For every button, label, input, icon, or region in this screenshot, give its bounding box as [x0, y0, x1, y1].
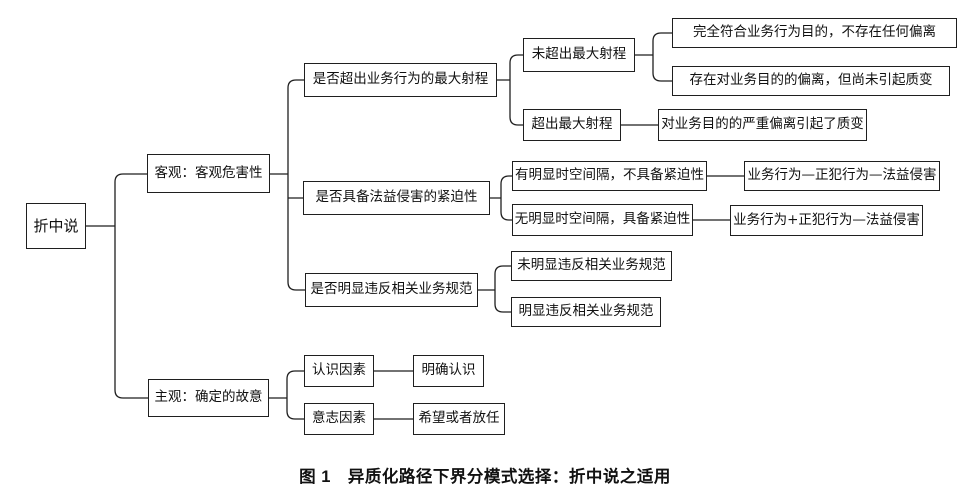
node-serious-deviation: 对业务目的的严重偏离引起了质变 — [658, 109, 867, 141]
connector-subjective-branch — [269, 370, 304, 420]
node-question-norms: 是否明显违反相关业务规范 — [305, 273, 478, 307]
connector-root-branch — [86, 173, 148, 399]
node-subjective: 主观：确定的故意 — [148, 379, 269, 417]
node-cognition-factor: 认识因素 — [304, 355, 374, 387]
node-question-urgency: 是否具备法益侵害的紧迫性 — [303, 181, 490, 215]
node-violation: 明显违反相关业务规范 — [511, 297, 661, 327]
connector-urgency-branch — [490, 175, 512, 221]
node-deviation-no-change: 存在对业务目的的偏离，但尚未引起质变 — [672, 66, 950, 96]
node-gap-no-urgency: 有明显时空间隔，不具备紧迫性 — [512, 161, 707, 191]
node-question-max-range: 是否超出业务行为的最大射程 — [304, 63, 497, 97]
connector-norms-branch — [478, 265, 511, 313]
node-not-exceed: 未超出最大射程 — [523, 38, 635, 72]
connector-objective-branch — [270, 79, 305, 291]
connector-range-branch — [497, 54, 523, 126]
node-chain-combined: 业务行为+正犯行为—法益侵害 — [730, 205, 923, 236]
node-volition-factor: 意志因素 — [304, 403, 374, 435]
node-no-violation: 未明显违反相关业务规范 — [511, 251, 672, 281]
node-objective: 客观：客观危害性 — [147, 154, 270, 193]
figure-caption: 图 1 异质化路径下界分模式选择：折中说之适用 — [299, 468, 671, 486]
node-hope-or-allow: 希望或者放任 — [413, 403, 505, 435]
node-chain-separate: 业务行为—正犯行为—法益侵害 — [744, 161, 940, 191]
node-clear-cognition: 明确认识 — [413, 355, 484, 387]
node-fully-conform: 完全符合业务行为目的，不存在任何偏离 — [672, 18, 957, 48]
node-root: 折中说 — [26, 203, 86, 249]
node-exceed: 超出最大射程 — [523, 109, 621, 141]
connector-notexceed-branch — [635, 32, 672, 82]
node-no-gap-urgency: 无明显时空间隔，具备紧迫性 — [512, 204, 693, 236]
